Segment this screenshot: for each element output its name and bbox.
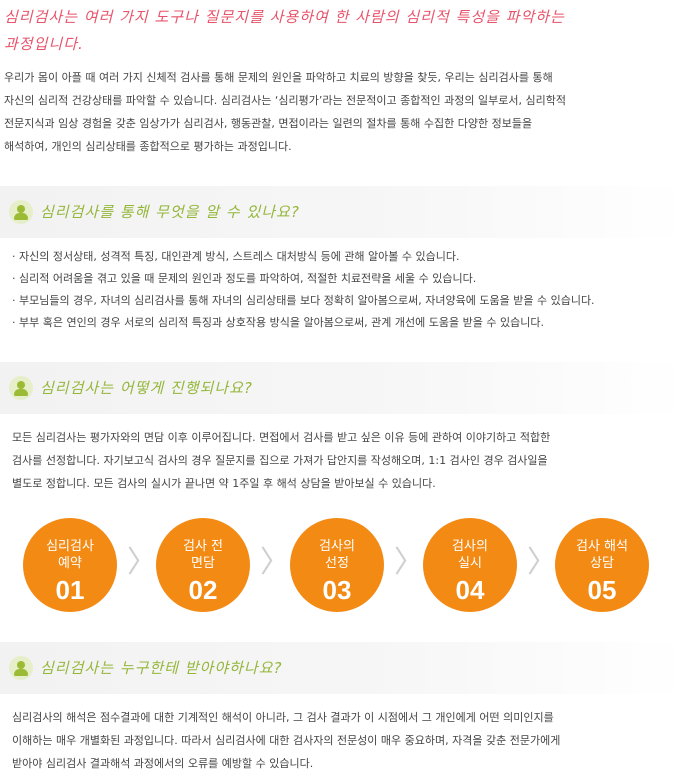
headline-line-1: 심리검사는 여러 가지 도구나 질문지를 사용하여 한 사람의 심리적 특성을 … [4, 8, 565, 26]
section-title: 심리검사를 통해 무엇을 알 수 있나요? [40, 203, 300, 221]
chevron-right-icon: 〉 [527, 545, 557, 580]
step-number: 03 [322, 575, 352, 605]
section-header-what: 심리검사를 통해 무엇을 알 수 있나요? [0, 186, 687, 238]
who-line: 이해하는 매우 개별화된 과정입니다. 따라서 심리검사에 대한 검사자의 전문… [12, 734, 561, 747]
step-number: 04 [455, 575, 485, 605]
person-icon [9, 200, 33, 224]
who-line: 심리검사의 해석은 점수결과에 대한 기계적인 해석이 아니라, 그 검사 결과… [12, 711, 554, 724]
headline-line-2: 과정입니다. [4, 35, 84, 53]
intro-line: 전문지식과 임상 경험을 갖춘 임상가가 심리검사, 행동관찰, 면접이라는 일… [4, 117, 533, 130]
headline: 심리검사는 여러 가지 도구나 질문지를 사용하여 한 사람의 심리적 특성을 … [4, 4, 664, 58]
person-icon [9, 376, 33, 400]
process-line: 검사를 선정합니다. 자기보고식 검사의 경우 질문지를 집으로 가져가 답안지… [12, 454, 548, 467]
step-number: 02 [188, 575, 218, 605]
who-line: 받아야 심리검사 결과해석 과정에서의 오류를 예방할 수 있습니다. [12, 757, 314, 770]
person-icon [9, 656, 33, 680]
section-header-who: 심리검사는 누구한테 받아야하나요? [0, 642, 687, 694]
process-line: 별도로 정합니다. 모든 검사의 실시가 끝나면 약 1주일 후 해석 상담을 … [12, 477, 436, 490]
step-label: 검사 전 [182, 539, 223, 554]
step-label: 예약 [58, 556, 82, 571]
section-title: 심리검사는 어떻게 진행되나요? [40, 379, 253, 397]
step-number: 05 [587, 575, 617, 605]
intro-line: 해석하여, 개인의 심리상태를 종합적으로 평가하는 과정입니다. [4, 140, 292, 153]
step-label: 검사의 [319, 539, 355, 554]
intro-line: 우리가 몸이 아플 때 여러 가지 신체적 검사를 통해 문제의 원인을 파악하… [4, 71, 553, 84]
process-paragraph: 모든 심리검사는 평가자와의 면담 이후 이루어집니다. 면접에서 검사를 받고… [12, 426, 672, 495]
step-label: 면담 [191, 556, 215, 571]
step-label: 심리검사 [46, 539, 94, 554]
list-item: 부부 혹은 연인의 경우 서로의 심리적 특징과 상호작용 방식을 알아봄으로써… [12, 312, 687, 334]
chevron-right-icon: 〉 [260, 545, 290, 580]
step-label: 검사의 [452, 539, 488, 554]
step-label: 선정 [325, 556, 349, 571]
chevron-right-icon: 〉 [394, 545, 424, 580]
section-header-how: 심리검사는 어떻게 진행되나요? [0, 362, 687, 414]
process-line: 모든 심리검사는 평가자와의 면담 이후 이루어집니다. 면접에서 검사를 받고… [12, 431, 551, 444]
chevron-right-icon: 〉 [127, 545, 157, 580]
step-number: 01 [55, 575, 85, 605]
list-item: 심리적 어려움을 겪고 있을 때 문제의 원인과 정도를 파악하여, 적절한 치… [12, 268, 687, 290]
section-title: 심리검사는 누구한테 받아야하나요? [40, 659, 283, 677]
list-item: 부모님들의 경우, 자녀의 심리검사를 통해 자녀의 심리상태를 보다 정확히 … [12, 290, 687, 312]
step-label: 검사 해석 [576, 539, 628, 554]
intro-line: 자신의 심리적 건강상태를 파악할 수 있습니다. 심리검사는 ‘심리평가’라는… [4, 94, 566, 107]
who-paragraph: 심리검사의 해석은 점수결과에 대한 기계적인 해석이 아니라, 그 검사 결과… [12, 706, 672, 775]
benefit-list: 자신의 정서상태, 성격적 특징, 대인관계 방식, 스트레스 대처방식 등에 … [12, 246, 687, 334]
intro-paragraph: 우리가 몸이 아플 때 여러 가지 신체적 검사를 통해 문제의 원인을 파악하… [4, 66, 679, 158]
step-label: 상담 [590, 556, 614, 571]
list-item: 자신의 정서상태, 성격적 특징, 대인관계 방식, 스트레스 대처방식 등에 … [12, 246, 687, 268]
step-label: 실시 [458, 556, 482, 571]
